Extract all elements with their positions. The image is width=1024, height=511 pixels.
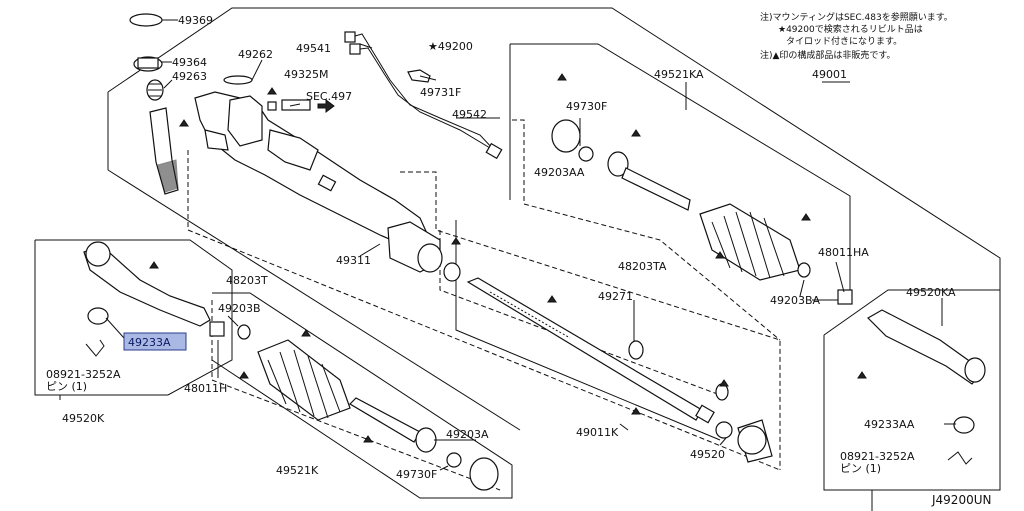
label-49542: 49542 (452, 108, 487, 121)
label-49730F-bottom: 49730F (396, 468, 437, 481)
pinion-shaft (149, 107, 179, 195)
label-pin-right: ピン (1) (840, 462, 881, 475)
leader-lines (59, 19, 956, 471)
label-49731F: 49731F (420, 86, 461, 99)
bellows-49520 (737, 419, 773, 463)
note-line-2: ★49200で検索されるリビルト品は (778, 23, 923, 35)
inner-tie-rod-left (349, 397, 499, 491)
label-49521KA: 49521KA (654, 68, 704, 81)
label-49541: 49541 (296, 42, 331, 55)
label-49311: 49311 (336, 254, 371, 267)
label-49521K: 49521K (276, 464, 319, 477)
label-49233A[interactable]: 49233A (128, 336, 171, 349)
label-49203AA: 49203AA (534, 166, 585, 179)
label-49730F-top: 49730F (566, 100, 607, 113)
label-sec497: SEC.497 (306, 90, 352, 103)
label-49203BA: 49203BA (770, 294, 821, 307)
highlight-49233A[interactable] (123, 332, 187, 351)
label-49520K: 49520K (62, 412, 105, 425)
label-49262: 49262 (238, 48, 273, 61)
label-49203B: 49203B (218, 302, 261, 315)
seal-ring-49262 (223, 75, 253, 85)
diagram-code: J49200UN (931, 493, 991, 507)
label-49200: ★49200 (428, 40, 473, 53)
label-48011H: 48011H (184, 382, 227, 395)
frame-lines (34, 7, 1001, 511)
rack-49271 (443, 262, 733, 439)
outer-tie-rod-right (867, 309, 986, 465)
label-49369: 49369 (178, 14, 213, 27)
note-line-4: 注)▲印の構成部品は非販売です。 (760, 49, 896, 61)
bellows-right (699, 203, 853, 305)
label-49520KA: 49520KA (906, 286, 956, 299)
label-49520: 49520 (690, 448, 725, 461)
label-49001: 49001 (812, 68, 847, 81)
label-49325M: 49325M (284, 68, 328, 81)
label-49233AA: 49233AA (864, 418, 915, 431)
label-48011HA: 48011HA (818, 246, 869, 259)
label-49271: 49271 (598, 290, 633, 303)
gear-housing (194, 91, 431, 251)
label-pin-left: ピン (1) (46, 380, 87, 393)
inner-tie-rod-right (551, 119, 691, 211)
housing-end-49311 (387, 221, 443, 273)
label-49263: 49263 (172, 70, 207, 83)
label-49364: 49364 (172, 56, 207, 69)
note-line-3: タイロッド付きになります。 (786, 36, 902, 47)
label-48203T: 48203T (226, 274, 268, 287)
label-08921-right: 08921-3252A (840, 450, 915, 463)
notes: 注)マウンティングはSEC.483を参照願います。 ★49200で検索されるリビ… (760, 11, 953, 61)
triangle-markers (149, 73, 867, 443)
label-49203A: 49203A (446, 428, 489, 441)
outer-tie-rod-left (83, 241, 225, 357)
top-mount-parts (129, 13, 164, 101)
label-48203TA: 48203TA (618, 260, 667, 273)
hydraulic-lines (344, 31, 503, 160)
label-49011K: 49011K (576, 426, 619, 439)
bellows-left (237, 324, 351, 421)
part-labels: 49369 49364 49263 49262 49541 ★49200 493… (46, 14, 956, 481)
note-line-1: 注)マウンティングはSEC.483を参照願います。 (760, 11, 953, 23)
label-08921-left: 08921-3252A (46, 368, 121, 381)
